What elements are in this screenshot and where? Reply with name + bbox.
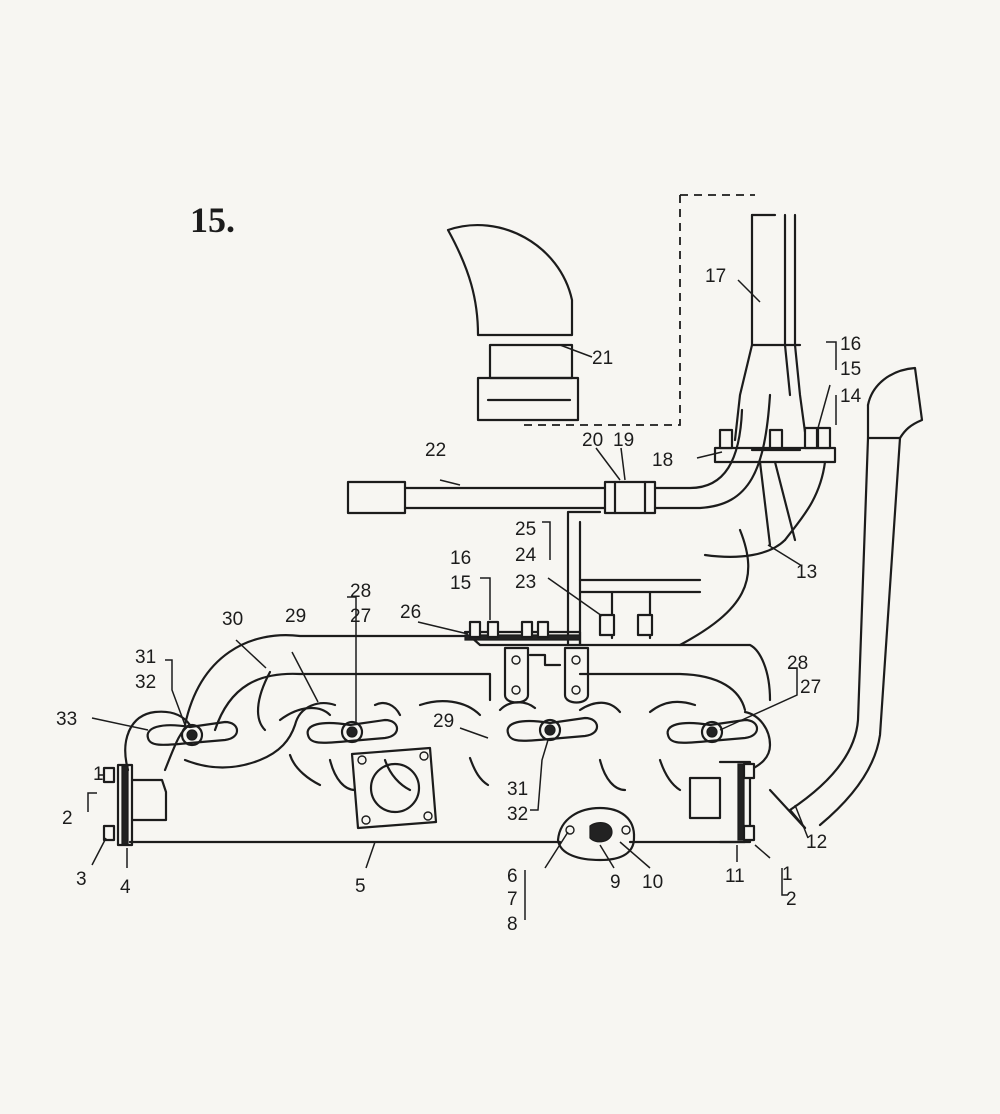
- callout-26: 26: [400, 602, 421, 623]
- callout-27-right: 27: [800, 677, 821, 698]
- callout-19: 19: [613, 430, 634, 451]
- callout-9: 9: [610, 872, 621, 893]
- callout-23: 23: [515, 572, 536, 593]
- callout-32-mid: 32: [507, 804, 528, 825]
- callout-labels: 1 2 3 4 5 6 7 8 9 10 11 1 2 12 13 14 15 …: [56, 266, 862, 935]
- callout-12: 12: [806, 832, 827, 853]
- callout-25: 25: [515, 519, 536, 540]
- right-exhaust-pipe: [768, 366, 924, 830]
- top-bolts: [468, 620, 550, 639]
- callout-13: 13: [796, 562, 817, 583]
- leader-lines: [87, 279, 837, 920]
- horizontal-pipe: [346, 393, 772, 515]
- callout-32-left: 32: [135, 672, 156, 693]
- callout-29-mid: 29: [433, 711, 454, 732]
- callout-28-left: 28: [350, 581, 371, 602]
- brackets: [503, 646, 590, 704]
- callout-17: 17: [705, 266, 726, 287]
- callout-22: 22: [425, 440, 446, 461]
- callout-18: 18: [652, 450, 673, 471]
- callout-4: 4: [120, 877, 131, 898]
- callout-7: 7: [507, 889, 518, 910]
- callout-15-top: 15: [840, 359, 861, 380]
- dashed-connection-line: [520, 195, 681, 426]
- callout-3: 3: [76, 869, 87, 890]
- callout-15-mid: 15: [450, 573, 471, 594]
- callout-31-left: 31: [135, 647, 156, 668]
- figure-number: 15.: [190, 200, 235, 240]
- elbow-outlet-part: [446, 224, 580, 422]
- callout-31-mid: 31: [507, 779, 528, 800]
- clamps: [146, 716, 759, 747]
- callout-1-left: 1: [93, 764, 104, 785]
- callout-1-right: 1: [782, 864, 793, 885]
- callout-2-right: 2: [786, 889, 797, 910]
- manifold-upper-pipe: [183, 630, 772, 732]
- callout-16-top: 16: [840, 334, 861, 355]
- callout-6: 6: [507, 866, 518, 887]
- callout-30: 30: [222, 609, 243, 630]
- callout-24: 24: [515, 545, 537, 566]
- callout-28-right: 28: [787, 653, 808, 674]
- callout-21: 21: [592, 348, 613, 369]
- manifold-ports: [124, 700, 772, 792]
- callout-33: 33: [56, 709, 77, 730]
- callout-10: 10: [642, 872, 663, 893]
- callout-20: 20: [582, 430, 603, 451]
- callout-5: 5: [355, 876, 366, 897]
- callout-11: 11: [725, 866, 745, 887]
- callout-16-mid: 16: [450, 548, 471, 569]
- callout-14: 14: [840, 386, 862, 407]
- callout-27-left: 27: [350, 606, 371, 627]
- vertical-exhaust-pipe: [733, 213, 807, 442]
- callout-8: 8: [507, 914, 518, 935]
- callout-29-top: 29: [285, 606, 306, 627]
- callout-2-left: 2: [62, 808, 73, 829]
- manifold-body: [102, 746, 756, 862]
- elbow-casting: [566, 446, 837, 647]
- flange-bolts-14: [598, 426, 832, 637]
